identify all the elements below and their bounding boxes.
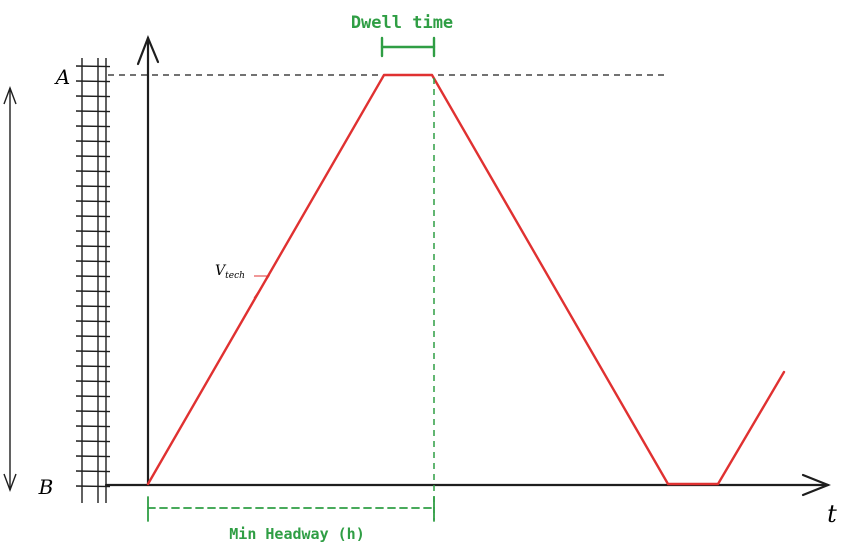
distance-double-arrow xyxy=(3,86,17,492)
track-sleeper xyxy=(75,455,111,458)
distance-axis-arrowhead xyxy=(136,35,160,66)
track-sleeper xyxy=(75,320,111,323)
track-sleeper xyxy=(75,245,111,248)
time-axis-label: t xyxy=(827,500,837,528)
station-a-label: A xyxy=(54,65,70,89)
track-sleeper xyxy=(75,425,111,428)
track-sleeper xyxy=(75,140,111,143)
track-sleeper xyxy=(75,65,111,68)
min-headway-label: Min Headway (h) xyxy=(229,525,364,543)
track-sleeper xyxy=(75,305,111,308)
train-path xyxy=(146,73,786,486)
speed-slope-marker xyxy=(253,275,270,299)
track-sleeper xyxy=(75,335,111,338)
track-sleeper xyxy=(75,350,111,353)
dwell-time-bracket xyxy=(380,36,436,58)
track-sleeper xyxy=(75,290,111,293)
dwell-time-label: Dwell time xyxy=(351,13,453,33)
track-sleeper xyxy=(75,365,111,368)
track-sleeper xyxy=(75,95,111,98)
speed-label-base: V xyxy=(215,263,227,279)
track-sleeper xyxy=(75,155,111,158)
track-sleeper xyxy=(75,275,111,278)
track-sleeper xyxy=(75,260,111,263)
track-sleeper xyxy=(75,170,111,173)
time-axis-arrowhead xyxy=(801,473,831,497)
track-sleeper xyxy=(75,230,111,233)
track-sleeper xyxy=(75,470,111,473)
track-sleeper xyxy=(75,440,111,443)
track-sleeper xyxy=(75,125,111,128)
track-sleeper xyxy=(75,410,111,413)
track-sleeper xyxy=(75,485,111,488)
track-sleeper xyxy=(75,380,111,383)
station-b-label: B xyxy=(38,475,54,499)
track-sleeper xyxy=(75,200,111,203)
min-headway-bracket xyxy=(147,496,435,522)
speed-label-subscript: tech xyxy=(225,271,245,281)
track-sleeper xyxy=(75,395,111,398)
track-sleeper xyxy=(75,185,111,188)
track-sleeper xyxy=(75,80,111,83)
track-sleepers xyxy=(75,65,111,488)
railway-track xyxy=(75,58,111,503)
speed-label: Vtech xyxy=(215,263,245,281)
track-sleeper xyxy=(75,110,111,113)
track-sleeper xyxy=(75,215,111,218)
